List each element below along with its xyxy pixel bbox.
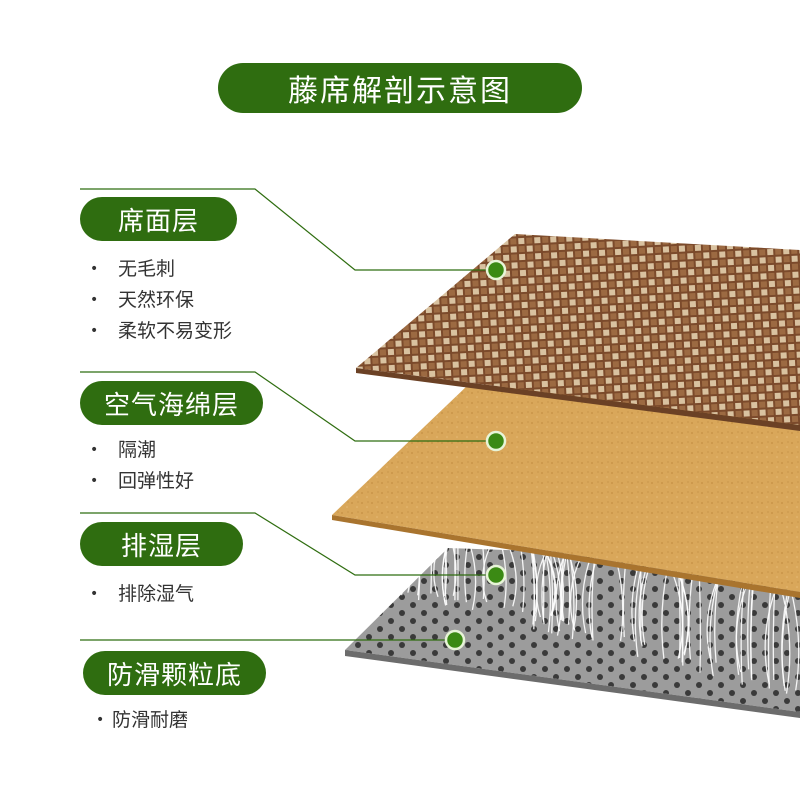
air-foam-layer (332, 385, 800, 592)
drain-fiber (764, 585, 778, 685)
list-item: •防滑耐磨 (96, 705, 188, 736)
list-item: •排除湿气 (90, 579, 194, 610)
marker-dot-base (444, 629, 466, 651)
leader-line-foam (80, 371, 496, 442)
drain-fiber (789, 588, 800, 691)
bullet-icon: • (96, 712, 105, 728)
drain-fiber (549, 548, 554, 634)
drain-fiber (634, 563, 643, 657)
drain-fiber (781, 588, 792, 691)
leader-line-drain (80, 512, 496, 576)
list-item: •无毛刺 (90, 254, 232, 285)
anti-slip-base-edge (345, 650, 800, 718)
layer-label-drain: 排湿层 (80, 522, 243, 566)
list-item: •天然环保 (90, 285, 232, 316)
list-item: •回弹性好 (90, 466, 194, 497)
layer-label-surface: 席面层 (80, 197, 237, 241)
bullet-icon: • (90, 586, 99, 602)
layer-label-base: 防滑颗粒底 (83, 651, 266, 695)
drain-fiber (588, 556, 598, 638)
list-item: •柔软不易变形 (90, 316, 232, 347)
diagram-title: 藤席解剖示意图 (218, 63, 582, 113)
bullet-icon: • (90, 261, 99, 277)
drain-fiber (591, 556, 596, 641)
drain-fiber (676, 569, 689, 656)
rattan-surface-layer (356, 234, 800, 425)
drain-fiber (398, 523, 404, 596)
rattan-surface-layer-edge (356, 368, 800, 431)
drain-fiber (767, 585, 772, 689)
drain-fiber (740, 580, 745, 685)
bullet-list-foam: •隔潮 •回弹性好 (90, 435, 194, 497)
drain-fiber (569, 553, 584, 631)
drain-fiber (568, 551, 575, 640)
drain-fiber (688, 572, 694, 660)
drain-fiber (615, 559, 624, 641)
drain-fiber (532, 545, 536, 630)
drain-fiber (706, 576, 720, 663)
marker-dot-surface (485, 259, 507, 281)
bullet-icon: • (90, 473, 99, 489)
bullet-icon: • (90, 292, 99, 308)
drain-fiber (638, 564, 648, 647)
drain-fiber (351, 517, 359, 578)
drain-fiber (366, 518, 369, 577)
list-item: •隔潮 (90, 435, 194, 466)
marker-dot-foam (485, 430, 507, 452)
drain-fiber (735, 581, 749, 673)
bullet-list-base: •防滑耐磨 (96, 705, 188, 736)
bullet-icon: • (90, 442, 99, 458)
drain-fiber (698, 573, 702, 673)
bullet-list-surface: •无毛刺 •天然环保 •柔软不易变形 (90, 254, 232, 347)
drain-fiber (750, 582, 755, 681)
marker-dot-drain (485, 564, 507, 586)
drain-fiber (780, 586, 791, 694)
leader-line-surface (80, 188, 496, 271)
drain-fiber (772, 585, 776, 681)
bullet-list-drain: •排除湿气 (90, 579, 194, 610)
bullet-icon: • (90, 323, 99, 339)
drain-fiber (550, 548, 562, 636)
drain-fiber (641, 565, 651, 645)
drain-fiber (709, 576, 720, 677)
drain-fiber (661, 568, 669, 659)
air-foam-layer-edge (332, 515, 800, 598)
layer-label-foam: 空气海绵层 (80, 381, 263, 425)
drain-fiber (714, 576, 720, 663)
drain-fiber (670, 568, 684, 659)
drain-fiber (747, 581, 751, 670)
drain-fiber (544, 547, 552, 633)
drain-fiber (401, 524, 412, 593)
